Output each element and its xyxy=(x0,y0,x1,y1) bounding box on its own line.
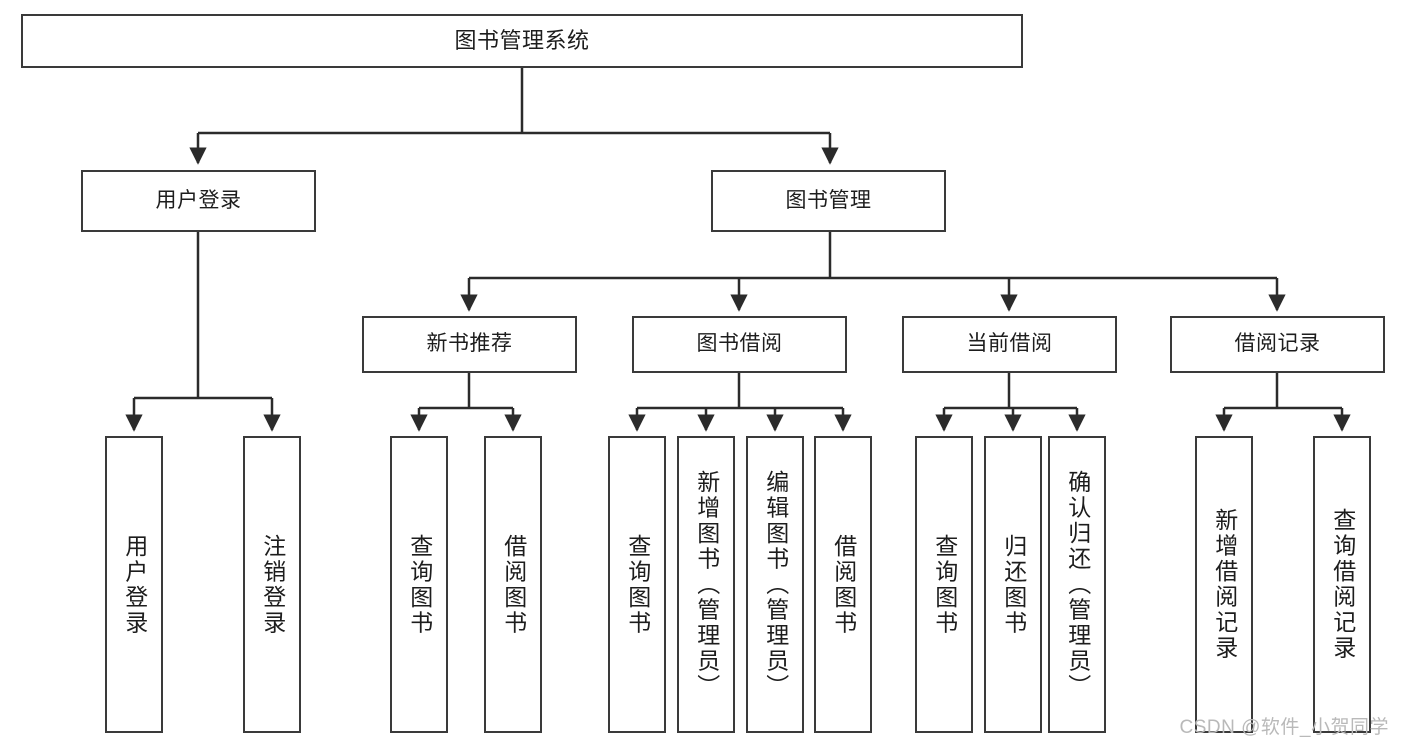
leaf-record-query-record[interactable]: 查询借阅记录 xyxy=(1313,436,1371,733)
leaf-record-query-record-label: 查询借阅记录 xyxy=(1329,508,1356,661)
leaf-borrow-borrow-book-label: 借阅图书 xyxy=(830,533,857,636)
leaf-logout[interactable]: 注销登录 xyxy=(243,436,301,733)
node-new-book-recommend-label: 新书推荐 xyxy=(426,332,513,356)
leaf-record-add-record[interactable]: 新增借阅记录 xyxy=(1195,436,1253,733)
node-book-management-label: 图书管理 xyxy=(785,188,872,212)
leaf-user-login[interactable]: 用户登录 xyxy=(105,436,163,733)
leaf-record-add-record-label: 新增借阅记录 xyxy=(1211,508,1238,661)
leaf-borrow-query-book-label: 查询图书 xyxy=(624,533,651,636)
node-root-label: 图书管理系统 xyxy=(454,28,590,54)
leaf-newbook-borrow-book[interactable]: 借阅图书 xyxy=(484,436,542,733)
leaf-borrow-edit-book-label: 编辑图书（管理员） xyxy=(762,469,789,700)
node-new-book-recommend[interactable]: 新书推荐 xyxy=(362,316,577,373)
leaf-borrow-query-book[interactable]: 查询图书 xyxy=(608,436,666,733)
leaf-newbook-query-book-label: 查询图书 xyxy=(406,533,433,636)
node-user-login-label: 用户登录 xyxy=(155,188,242,212)
node-borrow-record[interactable]: 借阅记录 xyxy=(1170,316,1385,373)
leaf-current-confirm-return[interactable]: 确认归还（管理员） xyxy=(1048,436,1106,733)
node-book-management[interactable]: 图书管理 xyxy=(711,170,946,232)
node-book-borrow[interactable]: 图书借阅 xyxy=(632,316,847,373)
node-user-login[interactable]: 用户登录 xyxy=(81,170,316,232)
node-book-borrow-label: 图书借阅 xyxy=(696,332,783,356)
leaf-user-login-label: 用户登录 xyxy=(121,533,148,636)
leaf-newbook-query-book[interactable]: 查询图书 xyxy=(390,436,448,733)
leaf-borrow-add-book-label: 新增图书（管理员） xyxy=(693,469,720,700)
leaf-current-query-book[interactable]: 查询图书 xyxy=(915,436,973,733)
leaf-current-return-book-label: 归还图书 xyxy=(1000,533,1027,636)
leaf-borrow-edit-book[interactable]: 编辑图书（管理员） xyxy=(746,436,804,733)
node-borrow-record-label: 借阅记录 xyxy=(1234,332,1321,356)
leaf-newbook-borrow-book-label: 借阅图书 xyxy=(500,533,527,636)
leaf-borrow-add-book[interactable]: 新增图书（管理员） xyxy=(677,436,735,733)
watermark: CSDN @软件_小贺同学 xyxy=(1179,717,1389,738)
node-current-borrow[interactable]: 当前借阅 xyxy=(902,316,1117,373)
leaf-current-confirm-return-label: 确认归还（管理员） xyxy=(1064,469,1091,700)
leaf-logout-label: 注销登录 xyxy=(259,533,286,636)
leaf-current-return-book[interactable]: 归还图书 xyxy=(984,436,1042,733)
node-current-borrow-label: 当前借阅 xyxy=(966,332,1053,356)
leaf-current-query-book-label: 查询图书 xyxy=(931,533,958,636)
leaf-borrow-borrow-book[interactable]: 借阅图书 xyxy=(814,436,872,733)
node-root[interactable]: 图书管理系统 xyxy=(21,14,1023,68)
